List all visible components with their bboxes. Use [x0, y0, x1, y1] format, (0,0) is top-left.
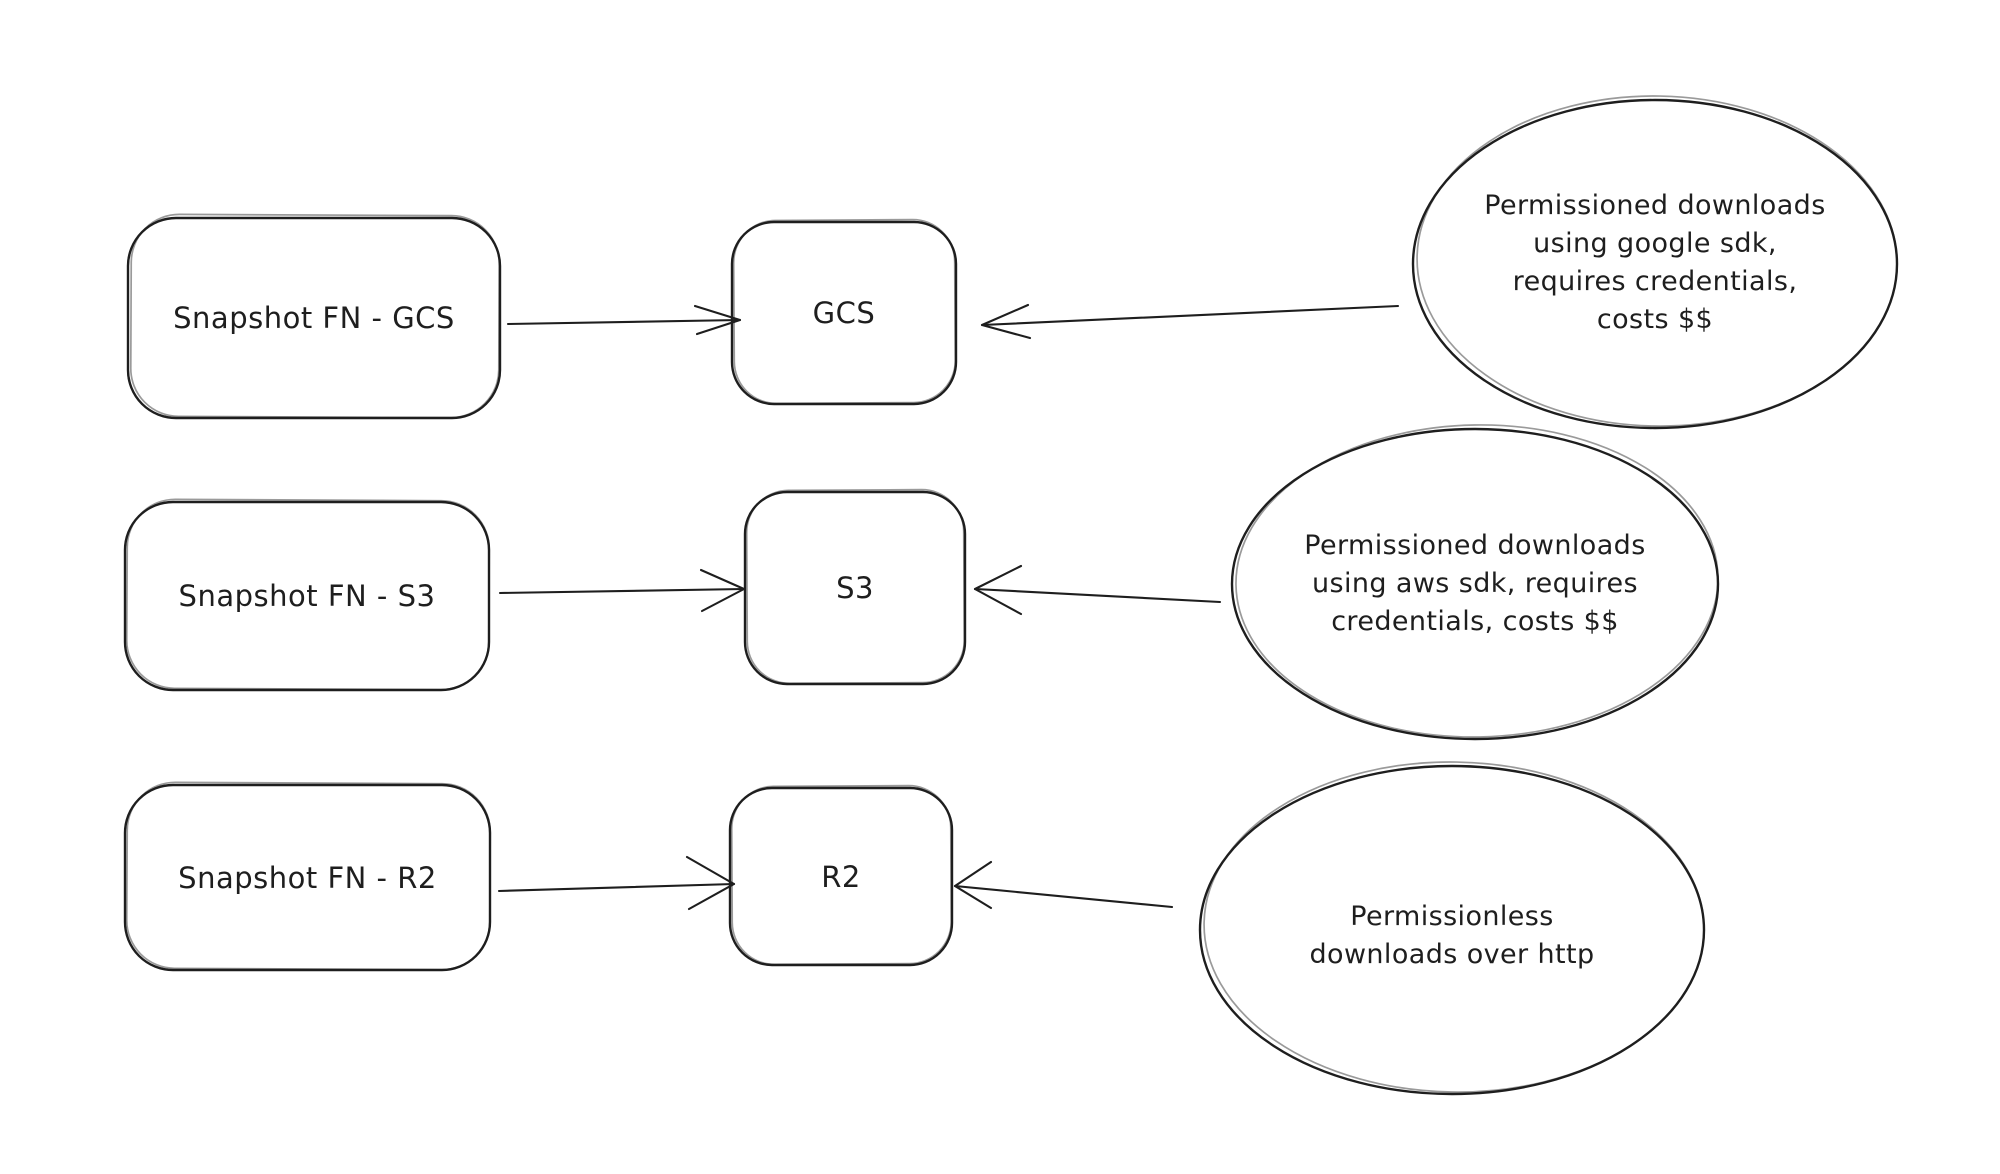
arrow-note-r2-to-r2	[953, 860, 1174, 910]
note-r2-line-1: Permissionless	[1350, 901, 1554, 932]
note-s3-line-1: Permissioned downloads	[1304, 530, 1646, 561]
arrow-snapshot-s3-to-s3	[498, 568, 746, 613]
note-r2-text: Permissionless downloads over http	[1209, 898, 1695, 974]
node-s3-shape	[743, 488, 967, 686]
note-gcs-line-2: using google sdk,	[1533, 228, 1777, 259]
node-snapshot-fn-r2-shape	[123, 781, 492, 972]
note-gcs-text: Permissioned downloads using google sdk,…	[1412, 187, 1898, 339]
arrow-snapshot-gcs-to-gcs	[506, 304, 742, 336]
note-gcs-shape	[1411, 95, 1899, 430]
note-s3-line-2: using aws sdk, requires	[1311, 568, 1639, 599]
note-gcs-line-3: requires credentials,	[1512, 266, 1798, 297]
arrow-note-s3-to-s3	[973, 564, 1222, 616]
note-s3-shape	[1230, 424, 1720, 741]
node-gcs-shape	[730, 218, 958, 406]
arrow-note-gcs-to-gcs	[980, 303, 1400, 340]
node-snapshot-fn-gcs-label: Snapshot FN - GCS	[173, 301, 455, 335]
node-s3-label: S3	[836, 571, 874, 605]
arrow-snapshot-r2-to-r2	[497, 855, 736, 911]
note-gcs-line-1: Permissioned downloads	[1484, 190, 1826, 221]
note-s3-text: Permissioned downloads using aws sdk, re…	[1232, 527, 1718, 641]
node-r2-shape	[728, 784, 954, 967]
node-gcs-label: GCS	[812, 296, 876, 330]
note-s3-line-3: credentials, costs $$	[1331, 606, 1619, 637]
note-gcs-line-4: costs $$	[1596, 304, 1714, 335]
node-snapshot-fn-r2-label: Snapshot FN - R2	[178, 860, 437, 895]
note-r2-line-2: downloads over http	[1309, 939, 1595, 970]
note-r2-shape	[1198, 761, 1706, 1096]
node-r2-label: R2	[821, 859, 861, 894]
node-snapshot-fn-s3-shape	[123, 498, 491, 692]
node-snapshot-fn-s3-label: Snapshot FN - S3	[178, 579, 436, 613]
node-snapshot-fn-gcs-shape	[126, 213, 502, 420]
